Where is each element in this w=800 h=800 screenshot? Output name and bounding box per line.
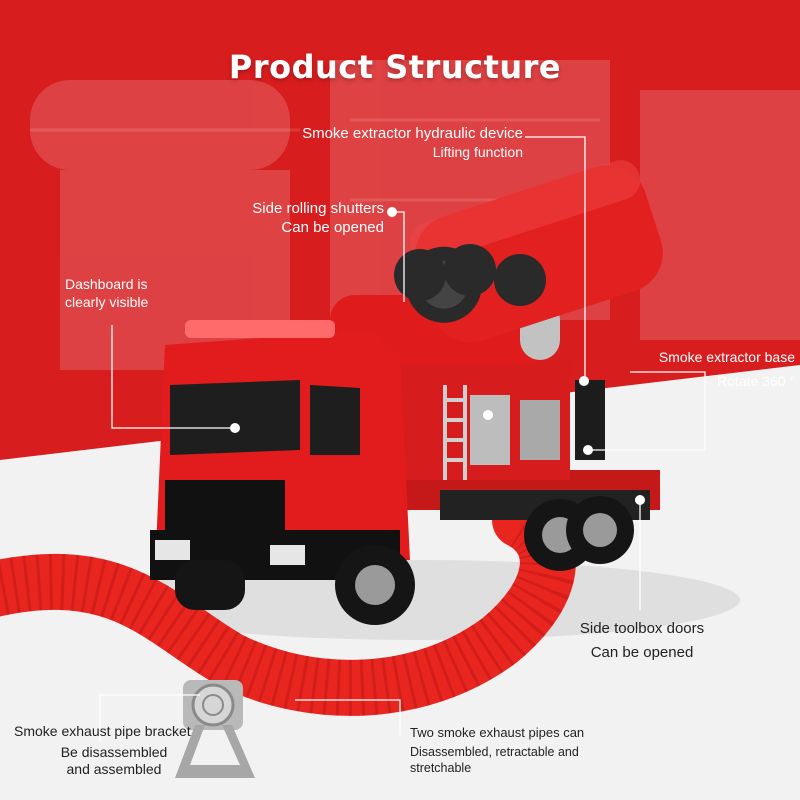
page-title: Product Structure	[228, 48, 562, 86]
label-bracket-line1: Smoke exhaust pipe bracket	[14, 723, 191, 739]
exhaust-hose	[0, 492, 576, 716]
label-hydraulic-device: Smoke extractor hydraulic device Lifting…	[267, 125, 523, 161]
label-pipes-line3: stretchable	[410, 760, 472, 775]
fire-truck	[150, 160, 663, 625]
label-dashboard-line1: Dashboard is	[65, 276, 148, 292]
label-dashboard-line2: clearly visible	[65, 293, 149, 310]
label-dashboard: Dashboard is clearly visible	[65, 276, 185, 311]
windshield	[170, 380, 300, 455]
label-toolbox-line2: Can be opened	[590, 643, 694, 661]
label-hydraulic-line1: Smoke extractor hydraulic device	[302, 125, 523, 142]
label-toolbox-line1: Side toolbox doors	[579, 620, 705, 637]
label-shutters-line1: Side rolling shutters	[252, 200, 384, 217]
label-base-line2: Rotate 360 °	[717, 372, 795, 389]
label-pipes-line2: Disassembled, retractable and	[410, 745, 579, 760]
label-exhaust-pipes: Two smoke exhaust pipes can Disassembled…	[410, 725, 610, 777]
label-extractor-base: Smoke extractor base Rotate 360 °	[630, 349, 795, 390]
label-toolbox-doors: Side toolbox doors Can be opened	[572, 620, 712, 663]
label-hydraulic-line2: Lifting function	[432, 143, 523, 160]
label-bracket-line3: and assembled	[66, 761, 162, 777]
label-base-line1: Smoke extractor base	[658, 349, 795, 365]
label-side-shutters: Side rolling shutters Can be opened	[232, 200, 384, 238]
label-bracket-line2: Be disassembled	[60, 743, 168, 760]
pipe-bracket	[175, 680, 255, 778]
label-pipes-line1: Two smoke exhaust pipes can	[410, 725, 585, 740]
label-pipe-bracket: Smoke exhaust pipe bracket Be disassembl…	[14, 723, 214, 779]
label-shutters-line2: Can be opened	[281, 218, 384, 236]
